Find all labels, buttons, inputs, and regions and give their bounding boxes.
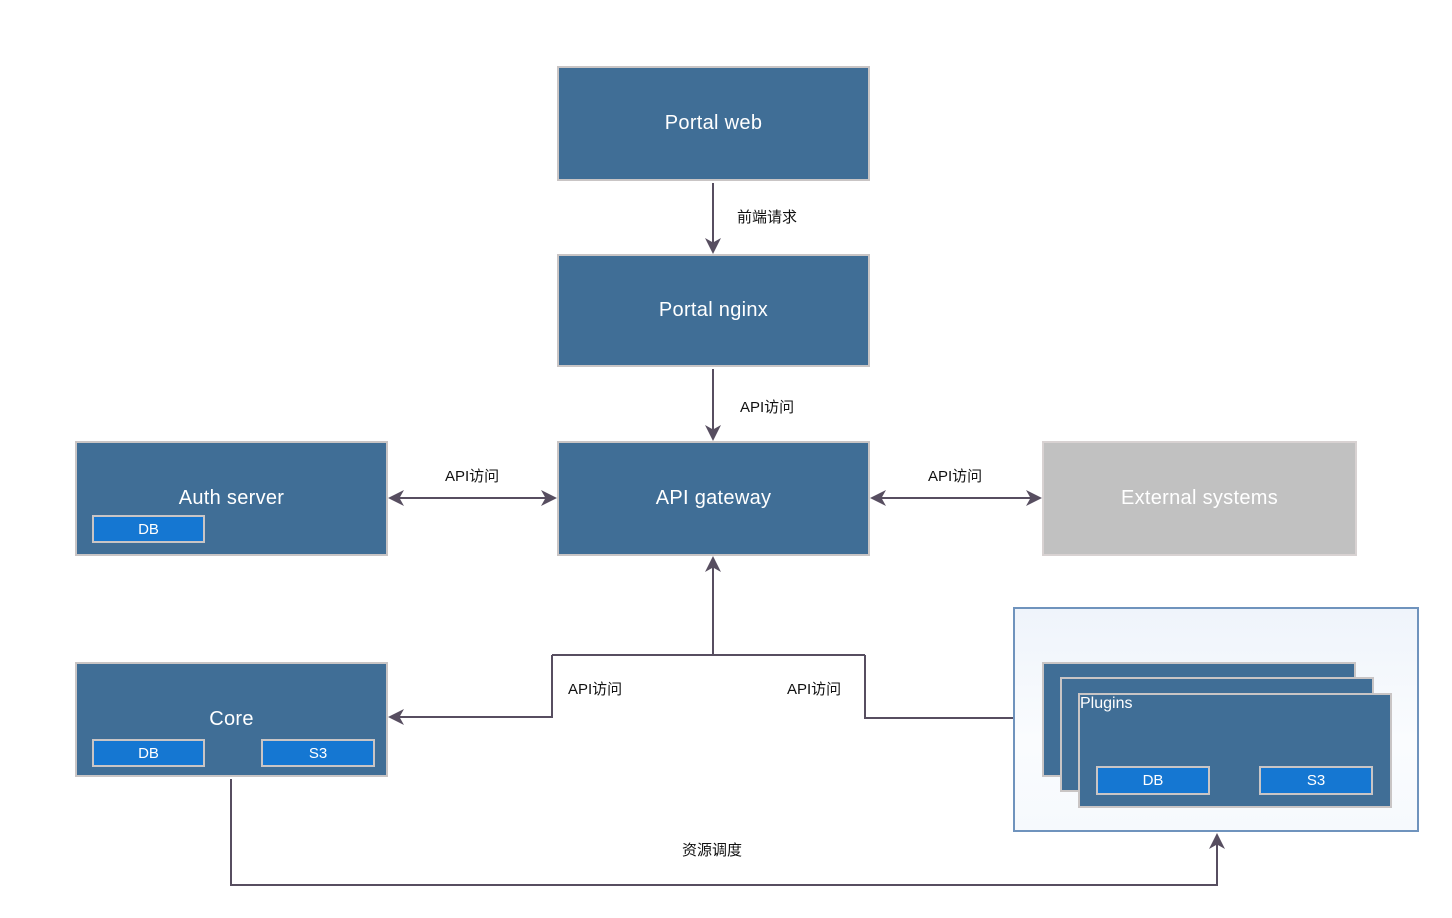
node-portal-web-label: Portal web bbox=[664, 112, 763, 134]
edge-label-api-access-plugins: API访问 bbox=[787, 681, 842, 698]
node-portal-nginx-label: Portal nginx bbox=[658, 299, 769, 321]
edge-label-resource-scheduling: 资源调度 bbox=[682, 842, 743, 859]
edge-core-to-plugins bbox=[230, 779, 1225, 886]
node-portal-nginx: Portal nginx bbox=[557, 254, 870, 367]
node-auth-server-db: DB bbox=[92, 515, 205, 543]
node-auth-server: Auth server DB bbox=[75, 441, 388, 556]
node-auth-server-label: Auth server bbox=[178, 487, 285, 509]
edge-bus-to-core bbox=[388, 655, 553, 725]
edge-label-frontend-request: 前端请求 bbox=[737, 209, 798, 226]
node-plugins-db: DB bbox=[1096, 766, 1210, 795]
node-plugins-s3-label: S3 bbox=[1306, 772, 1326, 789]
node-api-gateway-label: API gateway bbox=[655, 487, 772, 509]
node-portal-web: Portal web bbox=[557, 66, 870, 181]
node-external-systems-label: External systems bbox=[1120, 487, 1279, 509]
edge-label-api-access-core: API访问 bbox=[568, 681, 623, 698]
edge-label-api-access-nginx: API访问 bbox=[740, 399, 795, 416]
node-plugins-db-label: DB bbox=[1142, 772, 1164, 789]
node-core: Core DB S3 bbox=[75, 662, 388, 777]
node-api-gateway: API gateway bbox=[557, 441, 870, 556]
node-core-s3-label: S3 bbox=[308, 744, 328, 762]
node-core-db-label: DB bbox=[138, 744, 159, 762]
node-plugins-s3: S3 bbox=[1259, 766, 1373, 795]
node-core-label: Core bbox=[209, 708, 254, 730]
edge-label-api-access-auth: API访问 bbox=[445, 468, 500, 485]
edge-label-api-access-external: API访问 bbox=[928, 468, 983, 485]
node-auth-server-db-label: DB bbox=[138, 520, 159, 538]
node-plugins: Plugins DB S3 bbox=[1078, 693, 1392, 808]
node-core-s3: S3 bbox=[261, 739, 375, 767]
edge-bus-to-plugins bbox=[864, 655, 1042, 726]
node-core-db: DB bbox=[92, 739, 205, 767]
node-external-systems: External systems bbox=[1042, 441, 1357, 556]
plugins-group-container: Plugins DB S3 bbox=[1013, 607, 1419, 832]
node-plugins-label: Plugins bbox=[1080, 695, 1133, 712]
